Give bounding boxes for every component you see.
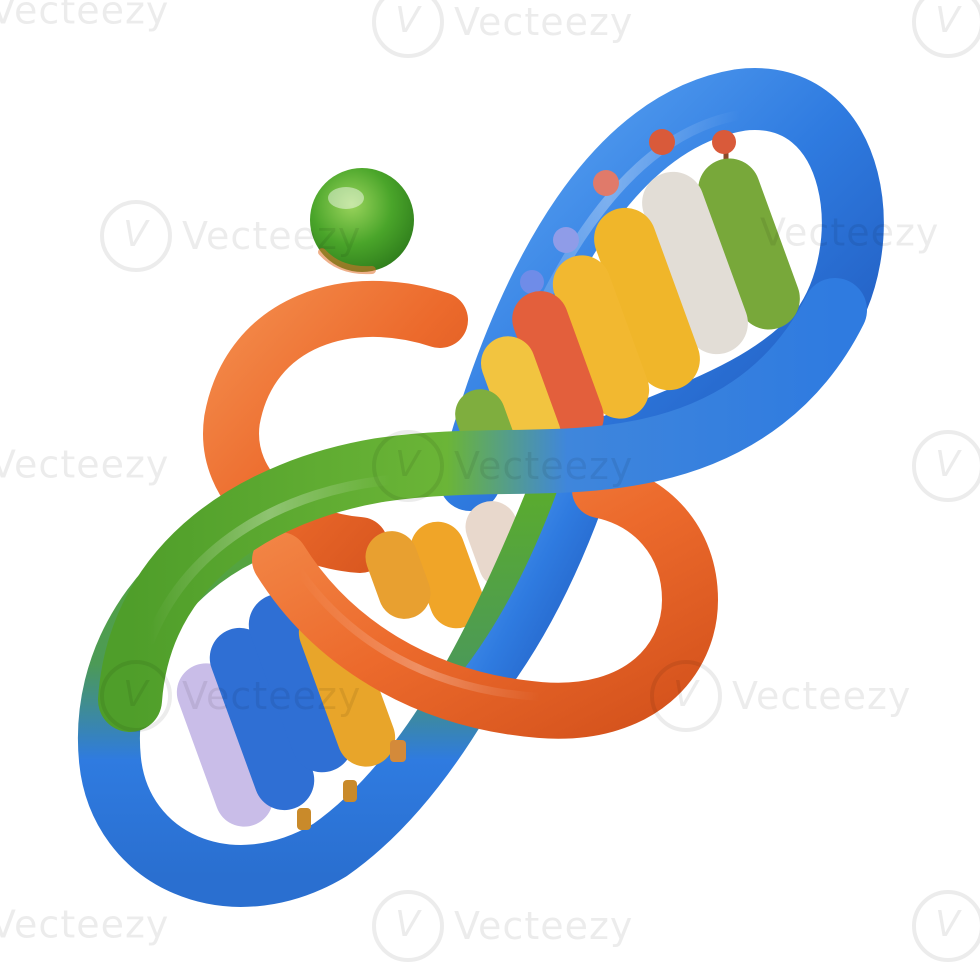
rung	[512, 270, 604, 445]
lower-rungs	[176, 593, 406, 830]
green-blue-strand-front	[98, 278, 867, 732]
rung	[209, 627, 315, 811]
rung	[642, 129, 748, 355]
rung	[176, 663, 274, 827]
rung	[593, 170, 700, 391]
rung	[698, 130, 800, 330]
rung	[552, 227, 650, 419]
green-sphere	[310, 168, 414, 275]
orange-ring-front	[252, 462, 719, 739]
upper-rungs	[455, 129, 800, 477]
rung	[248, 593, 357, 830]
